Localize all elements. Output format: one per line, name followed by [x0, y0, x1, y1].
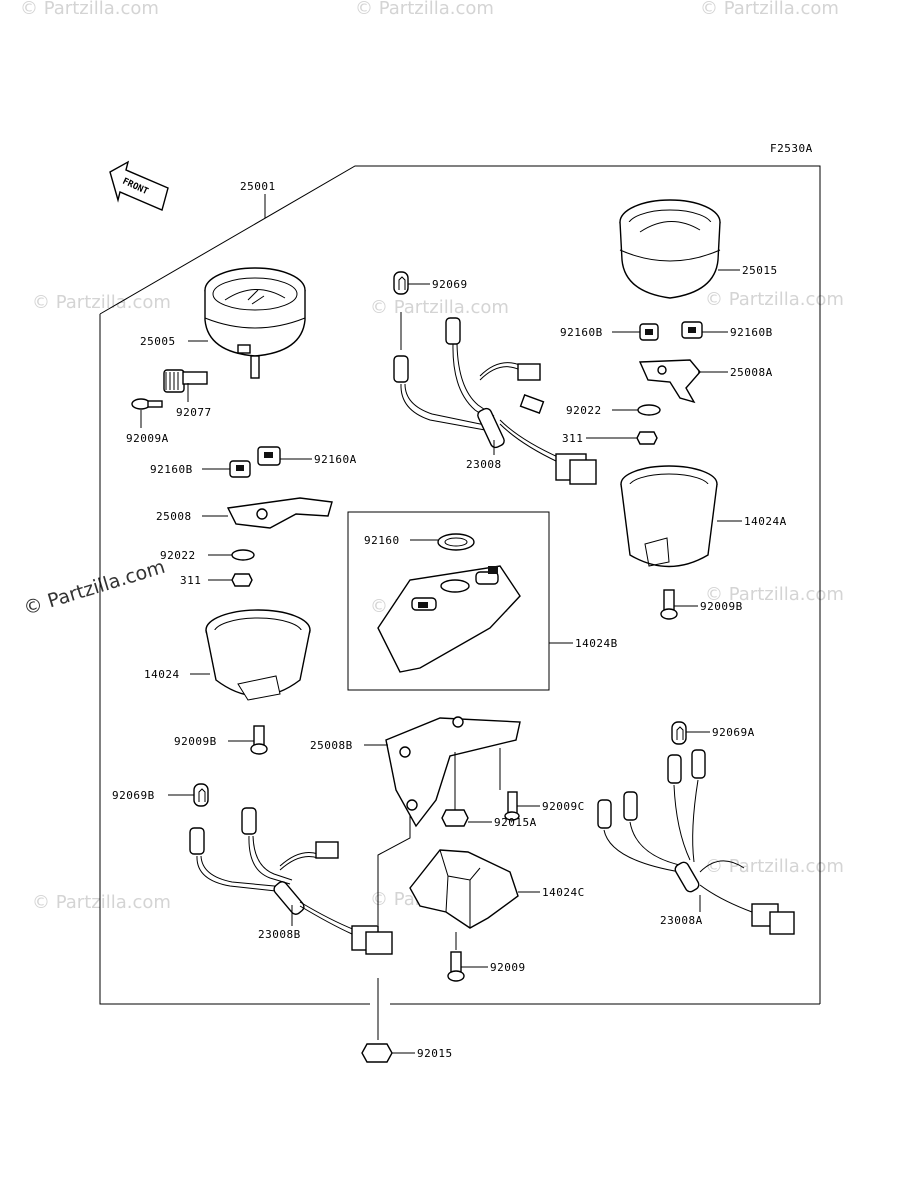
harness-23008: [393, 317, 597, 485]
nut-92015: [361, 1043, 393, 1063]
callout-92160A: 92160A: [314, 453, 357, 466]
screw-92009A: [131, 398, 163, 410]
screw-92009C: [504, 791, 520, 821]
bracket-25008: [226, 497, 333, 529]
callout-25008: 25008: [156, 510, 192, 523]
callout-23008: 23008: [466, 458, 502, 471]
watermark-faint: © Partzilla.com: [705, 584, 844, 605]
callout-92160B: 92160B: [150, 463, 193, 476]
callout-25008A: 25008A: [730, 366, 773, 379]
callout-92015A: 92015A: [494, 816, 537, 829]
callout-25005: 25005: [140, 335, 176, 348]
ring-92160: [437, 533, 475, 551]
figure-code: F2530A: [770, 142, 813, 155]
watermark-faint: © Partzilla.com: [355, 0, 494, 19]
knob-part: [163, 369, 208, 393]
speedometer-left: [204, 267, 306, 379]
inner-box: [347, 511, 550, 691]
callout-92009A: 92009A: [126, 432, 169, 445]
bracket-25008B: [385, 716, 521, 828]
watermark-faint: © Partzilla.com: [700, 0, 839, 19]
callout-311: 311: [180, 574, 201, 587]
nut-92015A: [441, 809, 469, 827]
watermark-faint: © Partzilla.com: [705, 856, 844, 877]
washer-right: [637, 404, 661, 416]
watermark-faint: © Partzilla.com: [370, 297, 509, 318]
callout-92069B: 92069B: [112, 789, 155, 802]
watermark-faint: © Partzilla.com: [20, 0, 159, 19]
pad-92160-left: [229, 446, 281, 478]
callout-labels: 25001 25005 92077 92009A 92069 23008 250…: [112, 180, 787, 1060]
cover-14024: [205, 609, 311, 701]
callout-25015: 25015: [742, 264, 778, 277]
screw-92009: [447, 951, 465, 982]
harness-23008B: [189, 807, 393, 955]
front-arrow-icon: FRONT: [109, 160, 169, 211]
callout-92069: 92069: [432, 278, 468, 291]
callout-92009C: 92009C: [542, 800, 585, 813]
speedometer-right: [619, 199, 721, 299]
callout-92009: 92009: [490, 961, 526, 974]
callout-92009B: 92009B: [174, 735, 217, 748]
pad-92160B: [639, 321, 703, 341]
leader-lines: [140, 269, 742, 1054]
callout-92069A: 92069A: [712, 726, 755, 739]
callout-92077: 92077: [176, 406, 212, 419]
bulb-92069A: [671, 721, 687, 745]
nut-left: [231, 573, 253, 587]
watermark-faint: © Partzilla.com: [32, 892, 171, 913]
bulb-92069: [393, 271, 409, 295]
watermark-faint: © Partzilla.com: [32, 292, 171, 313]
screw-92009B-left: [250, 725, 268, 755]
harness-23008A: [597, 749, 795, 935]
bracket-25008A: [638, 359, 701, 404]
housing-14024B: [377, 565, 521, 673]
callout-92022: 92022: [160, 549, 196, 562]
callout-92022: 92022: [566, 404, 602, 417]
callout-23008A: 23008A: [660, 914, 703, 927]
callout-92160B: 92160B: [730, 326, 773, 339]
callout-23008B: 23008B: [258, 928, 301, 941]
callout-92009B: 92009B: [700, 600, 743, 613]
washer-left: [231, 549, 255, 561]
bulb-92069B: [193, 783, 209, 807]
assembly-frame: [99, 165, 821, 1040]
callout-92160B: 92160B: [560, 326, 603, 339]
callout-311: 311: [562, 432, 583, 445]
callout-25001: 25001: [240, 180, 276, 193]
callout-92015: 92015: [417, 1047, 453, 1060]
watermark-faint: © Partzilla.com: [705, 289, 844, 310]
watermark-main: © Partzilla.com: [21, 556, 168, 620]
callout-14024: 14024: [144, 668, 180, 681]
callout-14024A: 14024A: [744, 515, 787, 528]
cover-14024C: [409, 849, 519, 929]
callout-25008B: 25008B: [310, 739, 353, 752]
cover-14024A: [620, 465, 718, 568]
nut-right: [636, 431, 658, 445]
callout-14024C: 14024C: [542, 886, 585, 899]
callout-14024B: 14024B: [575, 637, 618, 650]
screw-92009B-right: [660, 589, 678, 620]
callout-92160: 92160: [364, 534, 400, 547]
